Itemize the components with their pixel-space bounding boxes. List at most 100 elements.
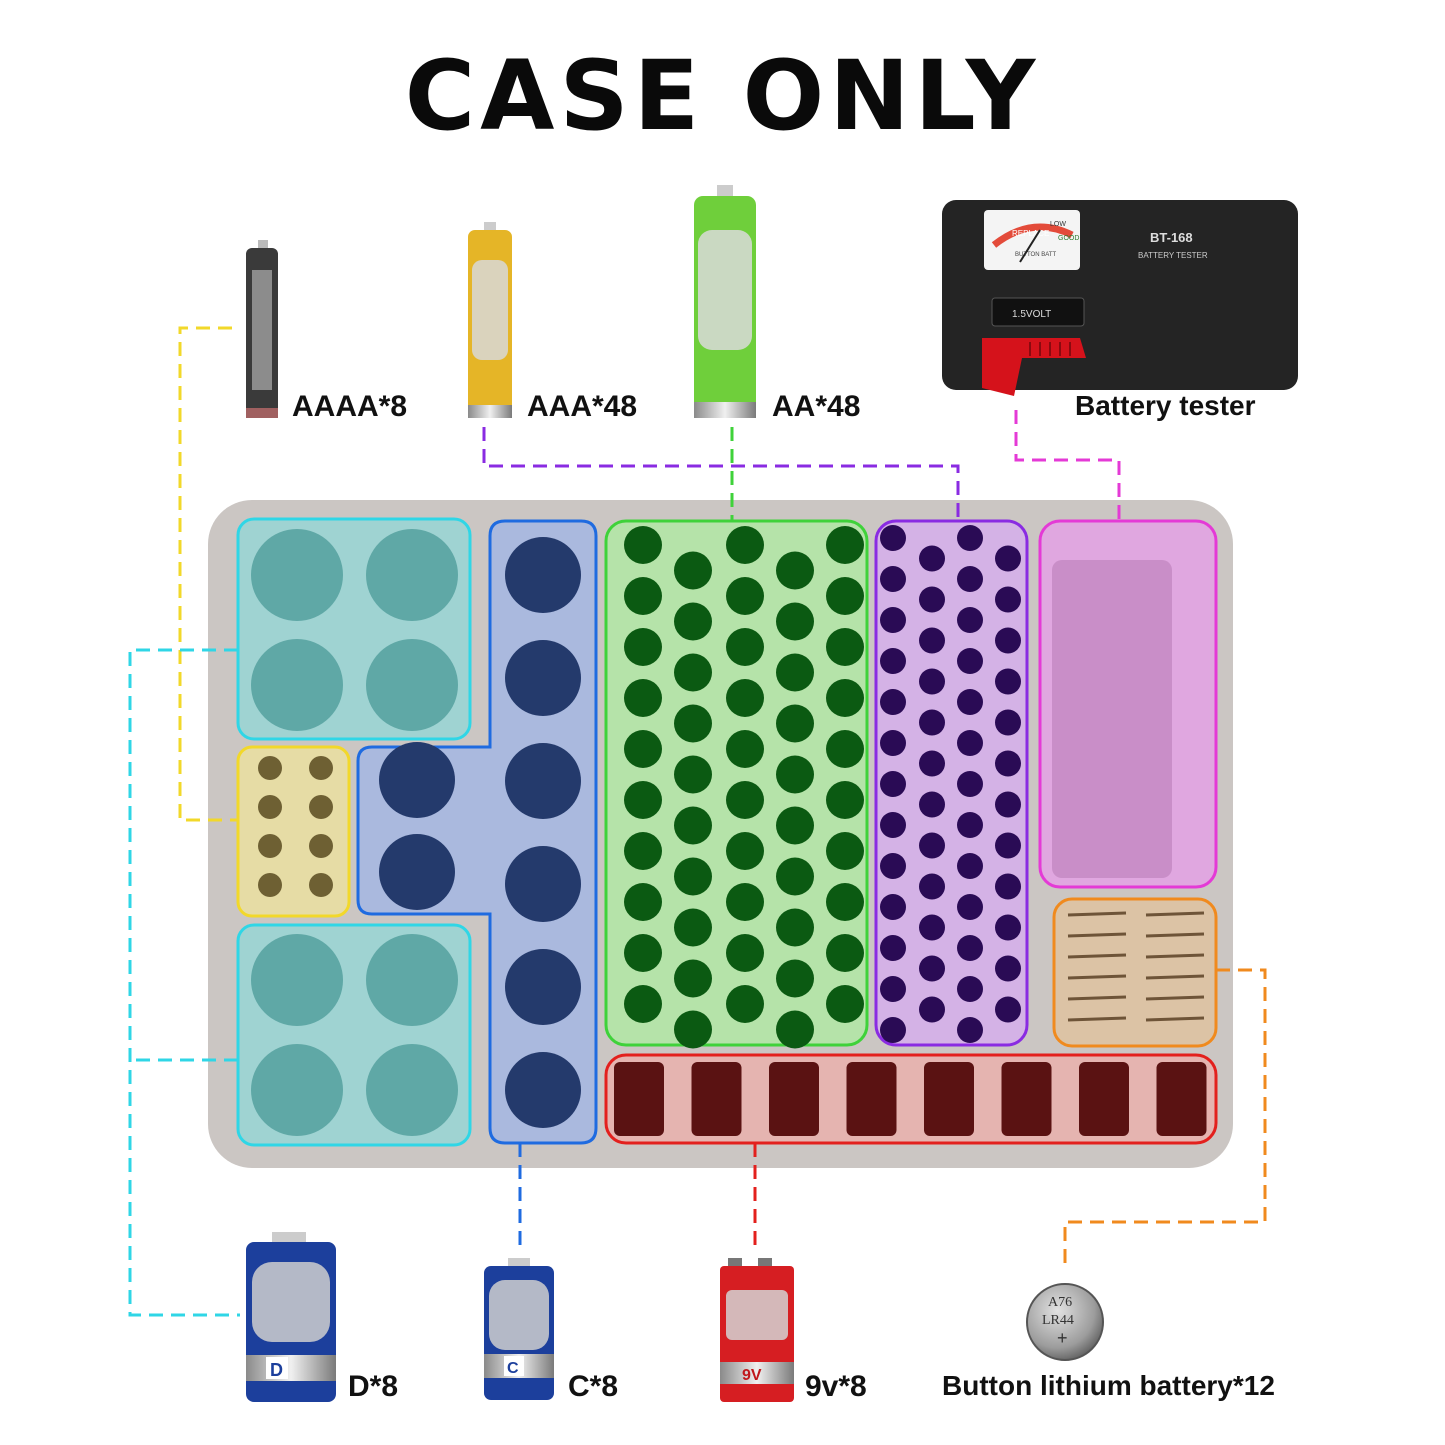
- gauge-replace-text: REPLACE: [1012, 229, 1049, 238]
- aa-well: [624, 934, 662, 972]
- aaa-well: [995, 996, 1021, 1023]
- aaa-well: [880, 812, 906, 838]
- d-well: [366, 934, 458, 1026]
- aa-well: [776, 806, 814, 845]
- aa-battery-image: [694, 185, 756, 418]
- aa-well: [776, 653, 814, 692]
- 9v-battery-image: 9V: [720, 1258, 794, 1402]
- aaa-well: [957, 525, 983, 551]
- aaa-well: [880, 730, 906, 756]
- 9v-slot: [924, 1062, 974, 1136]
- c-well: [379, 742, 455, 818]
- aaaa-well: [309, 756, 333, 780]
- aaa-well: [880, 853, 906, 879]
- d-battery-image: D: [246, 1232, 336, 1402]
- aa-well: [624, 679, 662, 717]
- aaa-well: [995, 668, 1021, 695]
- coin-text-line2: LR44: [1042, 1313, 1074, 1328]
- coin-plus-icon: +: [1057, 1328, 1068, 1348]
- page-title: CASE ONLY: [404, 40, 1041, 152]
- aa-well: [674, 1010, 712, 1049]
- d-well: [251, 1044, 343, 1136]
- aaa-well: [919, 750, 945, 777]
- aa-well: [776, 908, 814, 947]
- aa-well: [826, 730, 864, 768]
- button-slot: [1067, 932, 1127, 938]
- d-well: [251, 529, 343, 621]
- aa-well: [776, 959, 814, 998]
- aaa-well: [995, 545, 1021, 572]
- aa-well: [726, 781, 764, 819]
- aaaa-well: [258, 873, 282, 897]
- aaa-well: [995, 709, 1021, 736]
- button-battery-compartment: [1052, 897, 1218, 1048]
- 9v-slot: [1001, 1062, 1052, 1136]
- battery-tester-image: REPLACE LOW GOOD BUTTON BATT BT-168 BATT…: [942, 200, 1298, 396]
- aaa-well: [919, 586, 945, 613]
- aa-well: [624, 577, 662, 615]
- aaa-well: [919, 709, 945, 736]
- button-slot: [1145, 953, 1205, 959]
- aaaa-well: [258, 834, 282, 858]
- aa-well: [826, 526, 864, 564]
- d-battery-mark: D: [270, 1360, 283, 1380]
- aaa-well: [995, 832, 1021, 859]
- aa-well: [726, 883, 764, 921]
- aaa-well: [919, 832, 945, 859]
- aaa-battery-image: [468, 222, 512, 418]
- 9v-compartment: [604, 1053, 1218, 1145]
- aaa-well: [957, 976, 983, 1002]
- aa-well: [776, 1010, 814, 1049]
- aa-well: [624, 985, 662, 1023]
- button-slot: [1067, 911, 1127, 917]
- aa-well: [674, 857, 712, 896]
- aaa-well: [995, 627, 1021, 654]
- aaaa-well: [258, 756, 282, 780]
- button-connector: [1063, 968, 1267, 1270]
- button-slot: [1067, 995, 1127, 1001]
- aaaa-well: [309, 795, 333, 819]
- button-cell-image: A76 LR44 +: [1026, 1283, 1104, 1361]
- aaa-well: [880, 525, 906, 551]
- aaa-well: [995, 586, 1021, 613]
- aa-well: [726, 577, 764, 615]
- aa-well: [674, 704, 712, 743]
- connector-lines: [128, 326, 1267, 1317]
- aaa-well: [919, 791, 945, 818]
- aaa-well: [957, 607, 983, 633]
- aa-well: [826, 985, 864, 1023]
- aa-well: [726, 985, 764, 1023]
- aa-well: [776, 755, 814, 794]
- aa-well: [826, 679, 864, 717]
- aa-well: [624, 781, 662, 819]
- d-connector-a: [128, 648, 240, 1317]
- aaa-well: [957, 853, 983, 879]
- aaaa-battery-image: [246, 240, 278, 418]
- 9v-slot: [1079, 1062, 1129, 1136]
- aaa-well: [880, 607, 906, 633]
- aaa-well: [880, 566, 906, 592]
- 9v-battery-mark: 9V: [742, 1367, 762, 1384]
- 9v-slot: [846, 1062, 897, 1136]
- c-well: [505, 1052, 581, 1128]
- d-well: [366, 529, 458, 621]
- aa-well: [826, 781, 864, 819]
- aaa-well: [995, 750, 1021, 777]
- c-battery-mark: C: [507, 1360, 519, 1377]
- aaa-well: [880, 771, 906, 797]
- aa-well: [726, 526, 764, 564]
- tester-connector: [1014, 410, 1121, 521]
- aaa-well: [880, 1017, 906, 1043]
- aaa-well: [919, 545, 945, 572]
- aaa-well: [995, 914, 1021, 941]
- button-slot: [1145, 974, 1205, 980]
- aaa-well: [957, 648, 983, 674]
- aaaa-connector: [178, 326, 238, 822]
- aa-well: [624, 526, 662, 564]
- d-well: [366, 639, 458, 731]
- aaa-well: [919, 668, 945, 695]
- aaa-well: [919, 627, 945, 654]
- aaa-well: [995, 873, 1021, 900]
- aa-well: [624, 832, 662, 870]
